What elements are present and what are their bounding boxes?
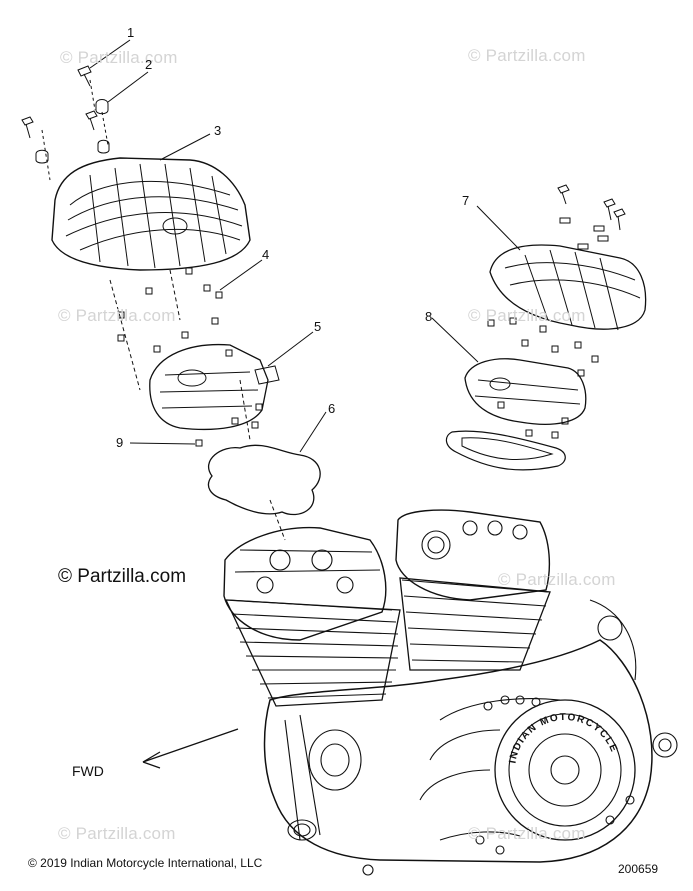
rocker-cover-front	[52, 158, 250, 270]
watermark-top-left: © Partzilla.com	[60, 48, 178, 67]
rocker-box-rear	[465, 359, 586, 425]
callout-9: 9	[116, 435, 124, 450]
watermark-mid-left: © Partzilla.com	[58, 306, 176, 325]
copyright-text: © 2019 Indian Motorcycle International, …	[28, 856, 263, 870]
callout-7: 7	[462, 193, 470, 208]
callout-2: 2	[145, 57, 153, 72]
engine-assembly	[224, 510, 677, 875]
fwd-arrow	[143, 729, 238, 768]
main-watermark: © Partzilla.com	[58, 566, 187, 587]
callout-5: 5	[314, 319, 322, 334]
callout-3: 3	[214, 123, 222, 138]
gasket-front	[208, 445, 320, 514]
callout-6: 6	[328, 401, 336, 416]
bolt-group-top-left	[22, 66, 109, 163]
rocker-box-front	[150, 345, 279, 430]
watermark-top-right: © Partzilla.com	[468, 46, 586, 65]
bolt-group-right	[488, 185, 625, 438]
rocker-cover-rear	[490, 245, 646, 330]
watermark-bottom-left: © Partzilla.com	[58, 824, 176, 843]
watermark-engine-right: © Partzilla.com	[498, 570, 616, 589]
callout-1: 1	[127, 25, 135, 40]
bolt-group-middle	[118, 268, 262, 446]
diagram-number: 200659	[618, 862, 659, 876]
leader-lines	[42, 40, 520, 540]
gasket-rear	[446, 431, 565, 470]
fwd-label: FWD	[72, 763, 104, 779]
watermark-mid-right: © Partzilla.com	[468, 306, 586, 325]
callout-4: 4	[262, 247, 270, 262]
watermark-bottom-right: © Partzilla.com	[468, 824, 586, 843]
callout-8: 8	[425, 309, 433, 324]
